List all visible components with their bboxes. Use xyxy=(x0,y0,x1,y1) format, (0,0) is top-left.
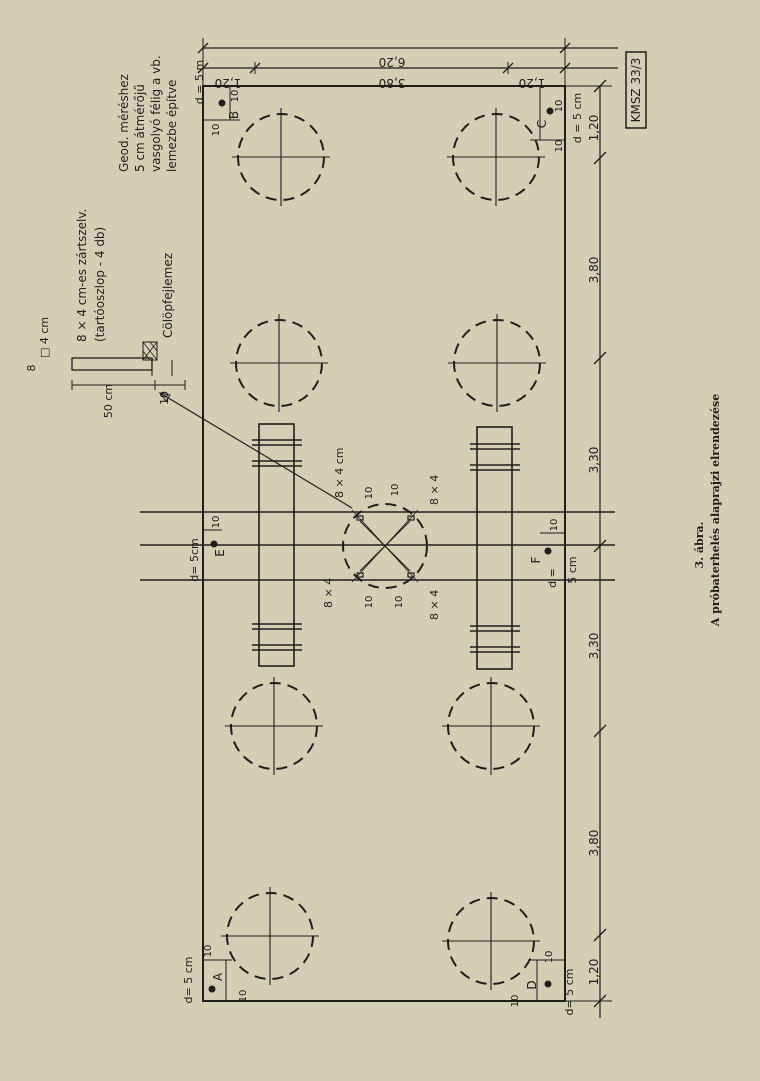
benchmark-f-marker xyxy=(544,547,552,555)
benchmark-b-marker xyxy=(218,99,226,107)
pile-circle xyxy=(225,677,323,775)
dim-top-left: 1,20 xyxy=(215,76,242,90)
benchmark-e: d= 5cm E 10 xyxy=(188,516,227,582)
benchmark-d-ten-b: 10 xyxy=(510,995,521,1008)
dim-right-6: 1,20 xyxy=(587,959,601,986)
benchmark-f-ten-a: 10 xyxy=(549,519,560,532)
benchmark-f-d2: 5 cm xyxy=(566,556,579,583)
figure-caption-number: 3. ábra. xyxy=(693,522,706,569)
benchmark-e-ten-a: 10 xyxy=(211,516,222,529)
column-detail: 8 □ 4 cm 8 × 4 cm-es zártszelv. (tartóos… xyxy=(25,209,353,509)
benchmark-e-letter: E xyxy=(213,549,227,557)
center-ten-bot2: 10 xyxy=(394,596,405,609)
foundation-slab-outline xyxy=(202,85,566,1002)
benchmark-b-d: d = 5 m xyxy=(193,60,206,104)
benchmark-e-d: d= 5cm xyxy=(188,538,201,581)
benchmark-a-letter: A xyxy=(211,972,225,981)
dim-overall: 6,20 xyxy=(379,55,406,69)
benchmark-f-d: d = xyxy=(546,568,559,588)
pile-circle xyxy=(447,108,545,206)
detail-top-label: 8 xyxy=(25,365,38,372)
top-dimension-lines xyxy=(197,38,618,86)
drawing-code: KMSZ 33/3 xyxy=(629,58,643,123)
benchmark-a: d= 5 cm A 10 10 xyxy=(182,945,249,1004)
benchmark-c-d: d = 5 cm xyxy=(571,93,584,143)
benchmark-c-ten-b: 10 xyxy=(554,140,565,153)
benchmark-a-ten-a: 10 xyxy=(203,945,214,958)
leader-line xyxy=(159,392,353,509)
column-note-line-2: (tartóoszlop - 4 db) xyxy=(93,227,107,342)
detail-height-label: 50 cm xyxy=(102,384,115,418)
benchmark-e-marker xyxy=(210,540,218,548)
benchmark-a-d: d= 5 cm xyxy=(182,957,195,1004)
geod-note-line-4: lemezbe építve xyxy=(165,80,179,172)
benchmark-d-letter: D xyxy=(525,980,539,989)
dim-right-4: 3,30 xyxy=(587,633,601,660)
detail-square-label: □ 4 cm xyxy=(38,317,51,358)
reference-beam-lines xyxy=(140,511,615,581)
dim-top-right: 1,20 xyxy=(519,76,546,90)
benchmark-c-letter: C xyxy=(535,120,549,128)
benchmark-f: d = 5 cm F 10 xyxy=(529,519,579,588)
center-test-pile xyxy=(342,503,428,589)
benchmark-f-letter: F xyxy=(529,556,543,563)
benchmark-b-letter: B xyxy=(227,111,241,119)
column-section xyxy=(71,357,153,371)
dim-right-3: 3,30 xyxy=(587,447,601,474)
center-ten-bot: 10 xyxy=(364,596,375,609)
geod-note-line-2: 5 cm átmérőjű xyxy=(133,84,147,172)
center-size-tr: 8 × 4 xyxy=(428,475,441,505)
column-note-line-1: 8 × 4 cm-es zártszelv. xyxy=(75,209,89,342)
load-beam-left xyxy=(252,423,302,667)
load-beam-right xyxy=(470,426,520,670)
dim-right-5: 3,80 xyxy=(587,830,601,857)
figure-caption-title: A próbaterhelés alaprajzi elrendezése xyxy=(709,394,722,627)
pile-cap-label: Cölöpfejlemez xyxy=(161,253,175,338)
center-size-br: 8 × 4 xyxy=(428,590,441,620)
benchmark-d: d= 5 cm D 10 10 xyxy=(510,951,576,1016)
drawing-code-box xyxy=(625,51,647,129)
pile-circle xyxy=(221,887,319,985)
benchmark-c-marker xyxy=(546,107,554,115)
pile-circle xyxy=(230,314,328,412)
benchmark-b-ten-a: 10 xyxy=(230,90,241,103)
benchmark-d-d: d= 5 cm xyxy=(563,969,576,1016)
geodetic-note: Geod. méréshez 5 cm átmérőjű vasgolyó fé… xyxy=(117,55,179,172)
pile-circle xyxy=(442,677,540,775)
pile-circle xyxy=(448,314,546,412)
pile-circle xyxy=(232,108,330,206)
benchmark-b-ten-b: 10 xyxy=(211,124,222,137)
center-size-bl: 8 × 4 xyxy=(322,578,335,608)
center-size-top: 8 × 4 cm xyxy=(333,448,346,498)
benchmark-d-marker xyxy=(544,980,552,988)
pile-circle xyxy=(442,892,540,990)
benchmark-d-ten-a: 10 xyxy=(544,951,555,964)
center-ten-top2: 10 xyxy=(390,484,401,497)
benchmark-c-ten-a: 10 xyxy=(554,100,565,113)
benchmark-b: d = 5 m B 10 10 xyxy=(193,60,241,137)
geod-note-line-3: vasgolyó félig a vb. xyxy=(149,55,163,172)
benchmark-a-marker xyxy=(208,985,216,993)
geod-note-line-1: Geod. méréshez xyxy=(117,74,131,172)
dim-right-1: 1,20 xyxy=(587,115,601,142)
dim-right-2: 3,80 xyxy=(587,257,601,284)
benchmark-c: d = 5 cm C 10 10 xyxy=(530,86,584,152)
benchmark-a-ten-b: 10 xyxy=(238,990,249,1003)
right-dimension-line xyxy=(565,79,612,1018)
dim-top-middle: 3,80 xyxy=(379,76,406,90)
center-ten-top: 10 xyxy=(364,487,375,500)
